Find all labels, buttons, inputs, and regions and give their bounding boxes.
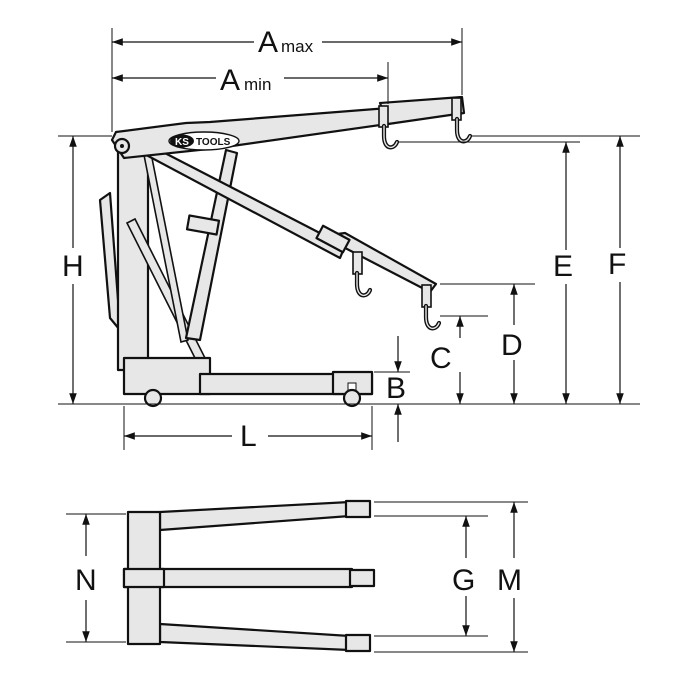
hook-lower-min: [352, 251, 373, 298]
leg-lower-wheel: [344, 633, 372, 653]
label-c: C: [430, 342, 452, 375]
side-dimensions: A max A min H E F D C: [58, 26, 640, 453]
mast-top-view: [122, 567, 166, 589]
mast-strut: [142, 146, 189, 344]
label-h: H: [62, 250, 84, 283]
lower-boom: [116, 132, 438, 294]
label-m: M: [497, 564, 522, 597]
side-view: KS TOOLS: [58, 95, 640, 408]
pivot-pin-center: [120, 144, 124, 148]
label-n: N: [75, 564, 97, 597]
rear-wheel: [143, 388, 163, 408]
label-a-min-sub: min: [244, 75, 271, 94]
label-e: E: [553, 250, 573, 283]
top-view: [122, 499, 376, 653]
label-a-max-sub: max: [281, 37, 314, 56]
label-g: G: [452, 564, 475, 597]
front-wheel: [342, 388, 362, 408]
base-frame: [122, 356, 374, 408]
hook-upper-min: [378, 105, 400, 150]
boom-top-view-tip: [348, 568, 376, 588]
label-f: F: [608, 248, 626, 281]
hook-lower-max: [421, 284, 442, 331]
logo-tools: TOOLS: [196, 137, 231, 148]
leg-upper-wheel: [344, 499, 372, 519]
upper-boom: [110, 106, 396, 160]
label-b: B: [386, 372, 406, 405]
hook-upper-max: [451, 97, 473, 144]
leg-upper: [158, 500, 352, 532]
top-dimensions: N G M: [66, 501, 528, 653]
ks-tools-logo: KS TOOLS: [168, 131, 240, 151]
leg-lower: [158, 622, 352, 652]
label-l: L: [240, 420, 257, 453]
label-a-max: A: [258, 26, 278, 59]
logo-ks: KS: [175, 137, 189, 148]
label-a-min: A: [220, 64, 240, 97]
label-d: D: [501, 329, 523, 362]
